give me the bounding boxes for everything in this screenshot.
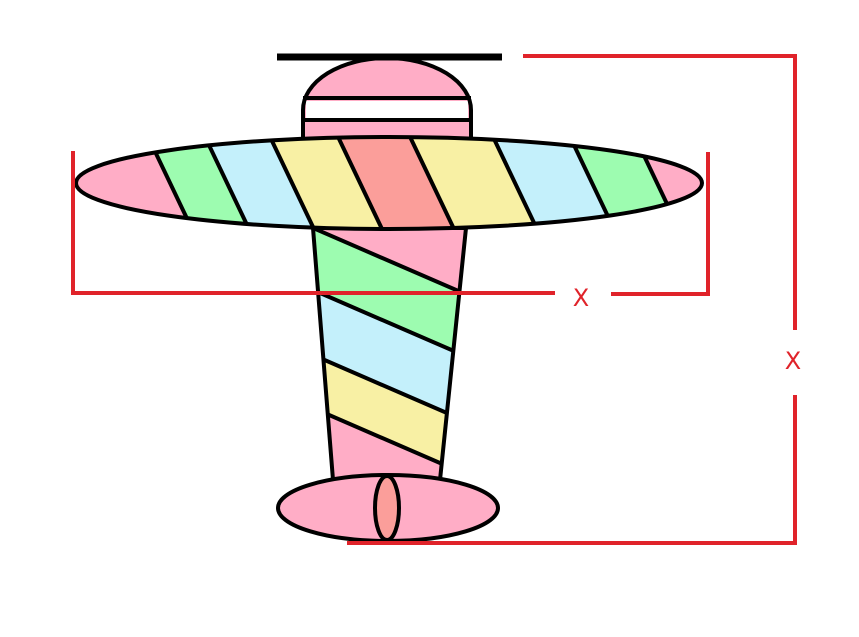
fuselage-stripe bbox=[313, 284, 466, 428]
length-dimension-line-bottom bbox=[347, 395, 797, 545]
fuselage-stripe bbox=[313, 228, 466, 301]
wingspan-dimension: X bbox=[71, 151, 710, 312]
length-dimension: X bbox=[347, 54, 801, 545]
tail bbox=[276, 473, 500, 543]
fuselage-stripe-divider bbox=[313, 282, 466, 365]
fuselage-stripe bbox=[313, 349, 466, 480]
tail-fin bbox=[373, 474, 401, 542]
wingspan-dimension-line-left bbox=[71, 151, 555, 295]
wingspan-dimension-line-right bbox=[611, 152, 710, 296]
cockpit-window bbox=[306, 101, 468, 118]
wingspan-label: X bbox=[573, 284, 589, 312]
main-wing bbox=[74, 135, 704, 231]
length-dimension-line-top bbox=[523, 54, 797, 330]
wing-outline bbox=[74, 135, 704, 231]
wing-stripe bbox=[330, 137, 464, 229]
wing-stripe bbox=[140, 137, 259, 229]
wing-stripe bbox=[197, 137, 324, 229]
fuselage-stripe bbox=[313, 402, 466, 480]
fuselage-stripe-divider bbox=[313, 228, 466, 303]
cockpit-dome bbox=[301, 56, 473, 140]
length-label: X bbox=[785, 347, 801, 375]
wing-stripe bbox=[402, 137, 547, 229]
wing-stripe bbox=[262, 137, 392, 229]
